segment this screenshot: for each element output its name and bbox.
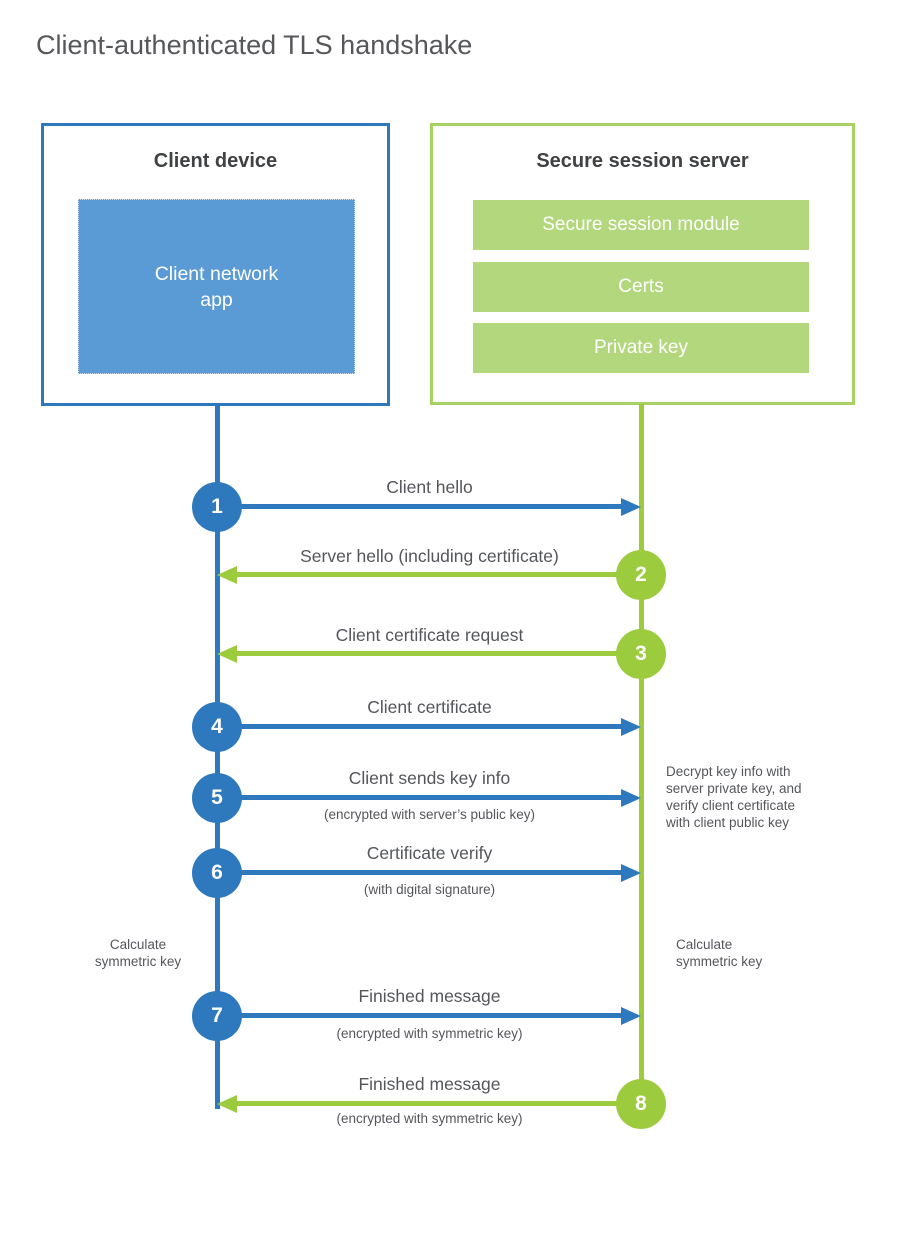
arrow-right (217, 1013, 621, 1018)
secure-session-server-title: Secure session server (536, 150, 749, 172)
server-module-certs: Certs (473, 262, 809, 312)
server-lifeline (639, 404, 644, 1107)
message-sublabel: (with digital signature) (363, 882, 496, 897)
server-module-secure-session-module: Secure session module (473, 200, 809, 250)
arrow-right (217, 504, 621, 509)
message-label: Certificate verify (366, 843, 493, 863)
arrowhead-right-icon (621, 718, 641, 736)
message-sublabel: (encrypted with symmetric key) (336, 1111, 523, 1126)
arrow-right (217, 795, 621, 800)
message-label: Finished message (358, 1074, 501, 1094)
arrow-left (237, 1101, 641, 1106)
page-title: Client-authenticated TLS handshake (36, 30, 473, 60)
client-network-app-box: Client network app (78, 199, 355, 374)
server-module-private-key: Private key (473, 323, 809, 373)
step-circle-1: 1 (192, 482, 242, 532)
client-device-box: Client device Client network app (41, 123, 390, 406)
secure-session-server-box: Secure session server Secure session mod… (430, 123, 855, 405)
server-calculate-key-note: Calculate symmetric key (676, 937, 763, 969)
arrowhead-left-icon (217, 1095, 237, 1113)
message-label: Finished message (358, 986, 501, 1006)
arrow-right (217, 724, 621, 729)
step-circle-6: 6 (192, 848, 242, 898)
message-label: Client hello (386, 477, 473, 497)
arrow-right (217, 870, 621, 875)
step-circle-4: 4 (192, 702, 242, 752)
message-sublabel: (encrypted with symmetric key) (336, 1026, 523, 1041)
client-lifeline (215, 405, 220, 1109)
message-label: Client certificate request (335, 625, 524, 645)
client-network-app-label: Client network app (154, 262, 279, 311)
message-sublabel: (encrypted with server’s public key) (323, 807, 536, 822)
arrowhead-right-icon (621, 498, 641, 516)
step-circle-5: 5 (192, 773, 242, 823)
step-circle-8: 8 (616, 1079, 666, 1129)
arrow-left (237, 572, 641, 577)
arrowhead-left-icon (217, 566, 237, 584)
client-device-title: Client device (153, 150, 278, 172)
arrowhead-right-icon (621, 1007, 641, 1025)
step-circle-7: 7 (192, 991, 242, 1041)
step-circle-3: 3 (616, 629, 666, 679)
message-label: Client sends key info (348, 768, 511, 788)
arrowhead-right-icon (621, 789, 641, 807)
message-label: Server hello (including certificate) (300, 546, 559, 566)
message-label: Client certificate (367, 697, 492, 717)
arrow-left (237, 651, 641, 656)
step-circle-2: 2 (616, 550, 666, 600)
server-decrypt-note: Decrypt key info with server private key… (666, 764, 802, 830)
arrowhead-right-icon (621, 864, 641, 882)
client-calculate-key-note: Calculate symmetric key (94, 937, 182, 969)
arrowhead-left-icon (217, 645, 237, 663)
